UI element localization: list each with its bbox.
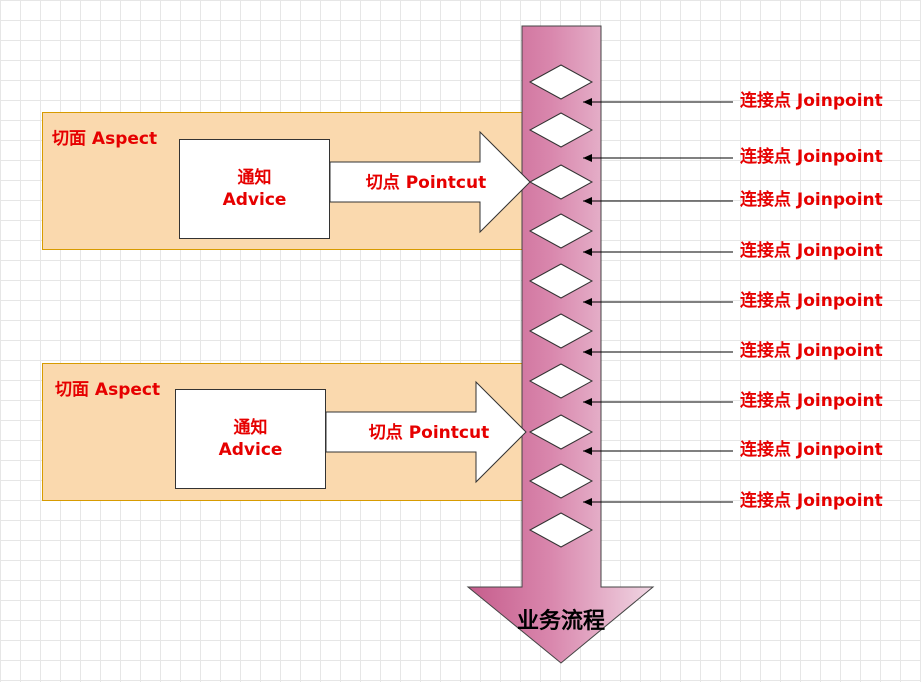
pointcut-arrow-2 [325,380,527,484]
pointcut-label-2: 切点 Pointcut [369,422,489,443]
joinpoint-diamond [528,414,594,450]
joinpoint-diamond [528,313,594,349]
pointcut-arrow-1 [329,130,531,234]
joinpoint-label: 连接点 Joinpoint [740,190,883,210]
joinpoint-diamond [528,64,594,100]
aspect-label-1: 切面 Aspect [52,129,158,149]
advice-line-2: Advice [222,190,287,210]
joinpoint-label: 连接点 Joinpoint [740,491,883,511]
joinpoint-label: 连接点 Joinpoint [740,147,883,167]
joinpoint-diamond [528,164,594,200]
advice-line-1: 通知 [233,418,268,438]
joinpoint-label: 连接点 Joinpoint [740,341,883,361]
joinpoint-diamond [528,463,594,499]
joinpoint-label: 连接点 Joinpoint [740,241,883,261]
joinpoint-diamond [528,512,594,548]
aspect-label-2: 切面 Aspect [55,380,161,400]
joinpoint-diamond [528,213,594,249]
joinpoint-diamond [528,112,594,148]
connector-group [583,98,733,506]
joinpoint-diamond [528,363,594,399]
joinpoint-diamond [528,263,594,299]
joinpoint-label: 连接点 Joinpoint [740,440,883,460]
pointcut-label-1: 切点 Pointcut [366,172,486,193]
joinpoint-label: 连接点 Joinpoint [740,391,883,411]
joinpoint-label: 连接点 Joinpoint [740,91,883,111]
advice-box-1: 通知 Advice [179,139,330,239]
joinpoint-label: 连接点 Joinpoint [740,291,883,311]
advice-box-2: 通知 Advice [175,389,326,489]
advice-line-1: 通知 [237,168,272,188]
flow-label: 业务流程 [517,608,605,634]
diamond-group [528,64,594,548]
advice-line-2: Advice [218,440,283,460]
